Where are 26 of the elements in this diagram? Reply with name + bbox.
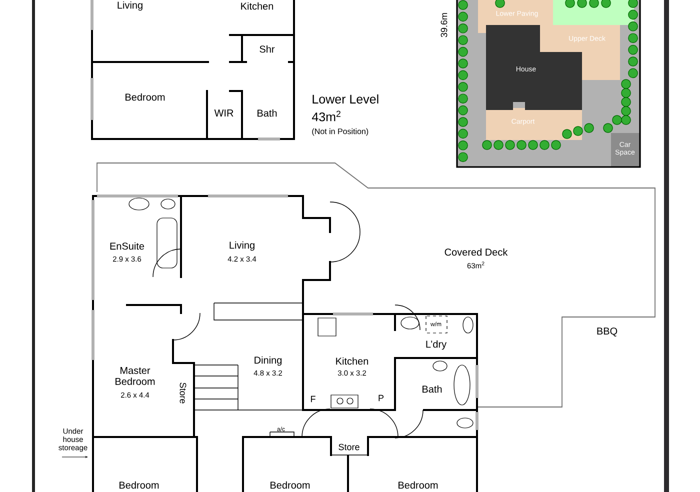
room-label: L’dry (426, 340, 447, 350)
room-label: Dining (254, 356, 282, 366)
room-label: Kitchen (336, 357, 368, 365)
room-label: WIR (214, 110, 234, 116)
room-label: Bedroom (120, 481, 159, 489)
room-label: Bedroom (398, 481, 438, 489)
note-text: (Not in Position) (312, 128, 368, 136)
room-label: Living (230, 241, 254, 251)
room-label: BBQ (597, 328, 618, 336)
room-label: Bedroom (126, 93, 165, 101)
room-label: Store (180, 382, 186, 404)
fixture-label: P (378, 394, 384, 402)
area-text: 43m$^{2}$ (312, 110, 340, 122)
level-title: Lower Level (312, 94, 378, 104)
room-label: Kitchen (241, 2, 274, 10)
room-label: EnSuite (110, 242, 144, 250)
room-label: Living (118, 1, 142, 11)
room-label: Covered Deck (444, 248, 508, 256)
room-label: Bath (422, 385, 442, 393)
room-label: Master Bedroom (116, 367, 155, 385)
room-label: Shr (260, 45, 275, 53)
room-label: Store (338, 444, 360, 450)
fixture-label: F (311, 396, 316, 402)
room-label: Bath (258, 109, 277, 117)
room-label: Bedroom (270, 481, 310, 489)
dimension-text: 39.6m (440, 13, 448, 38)
